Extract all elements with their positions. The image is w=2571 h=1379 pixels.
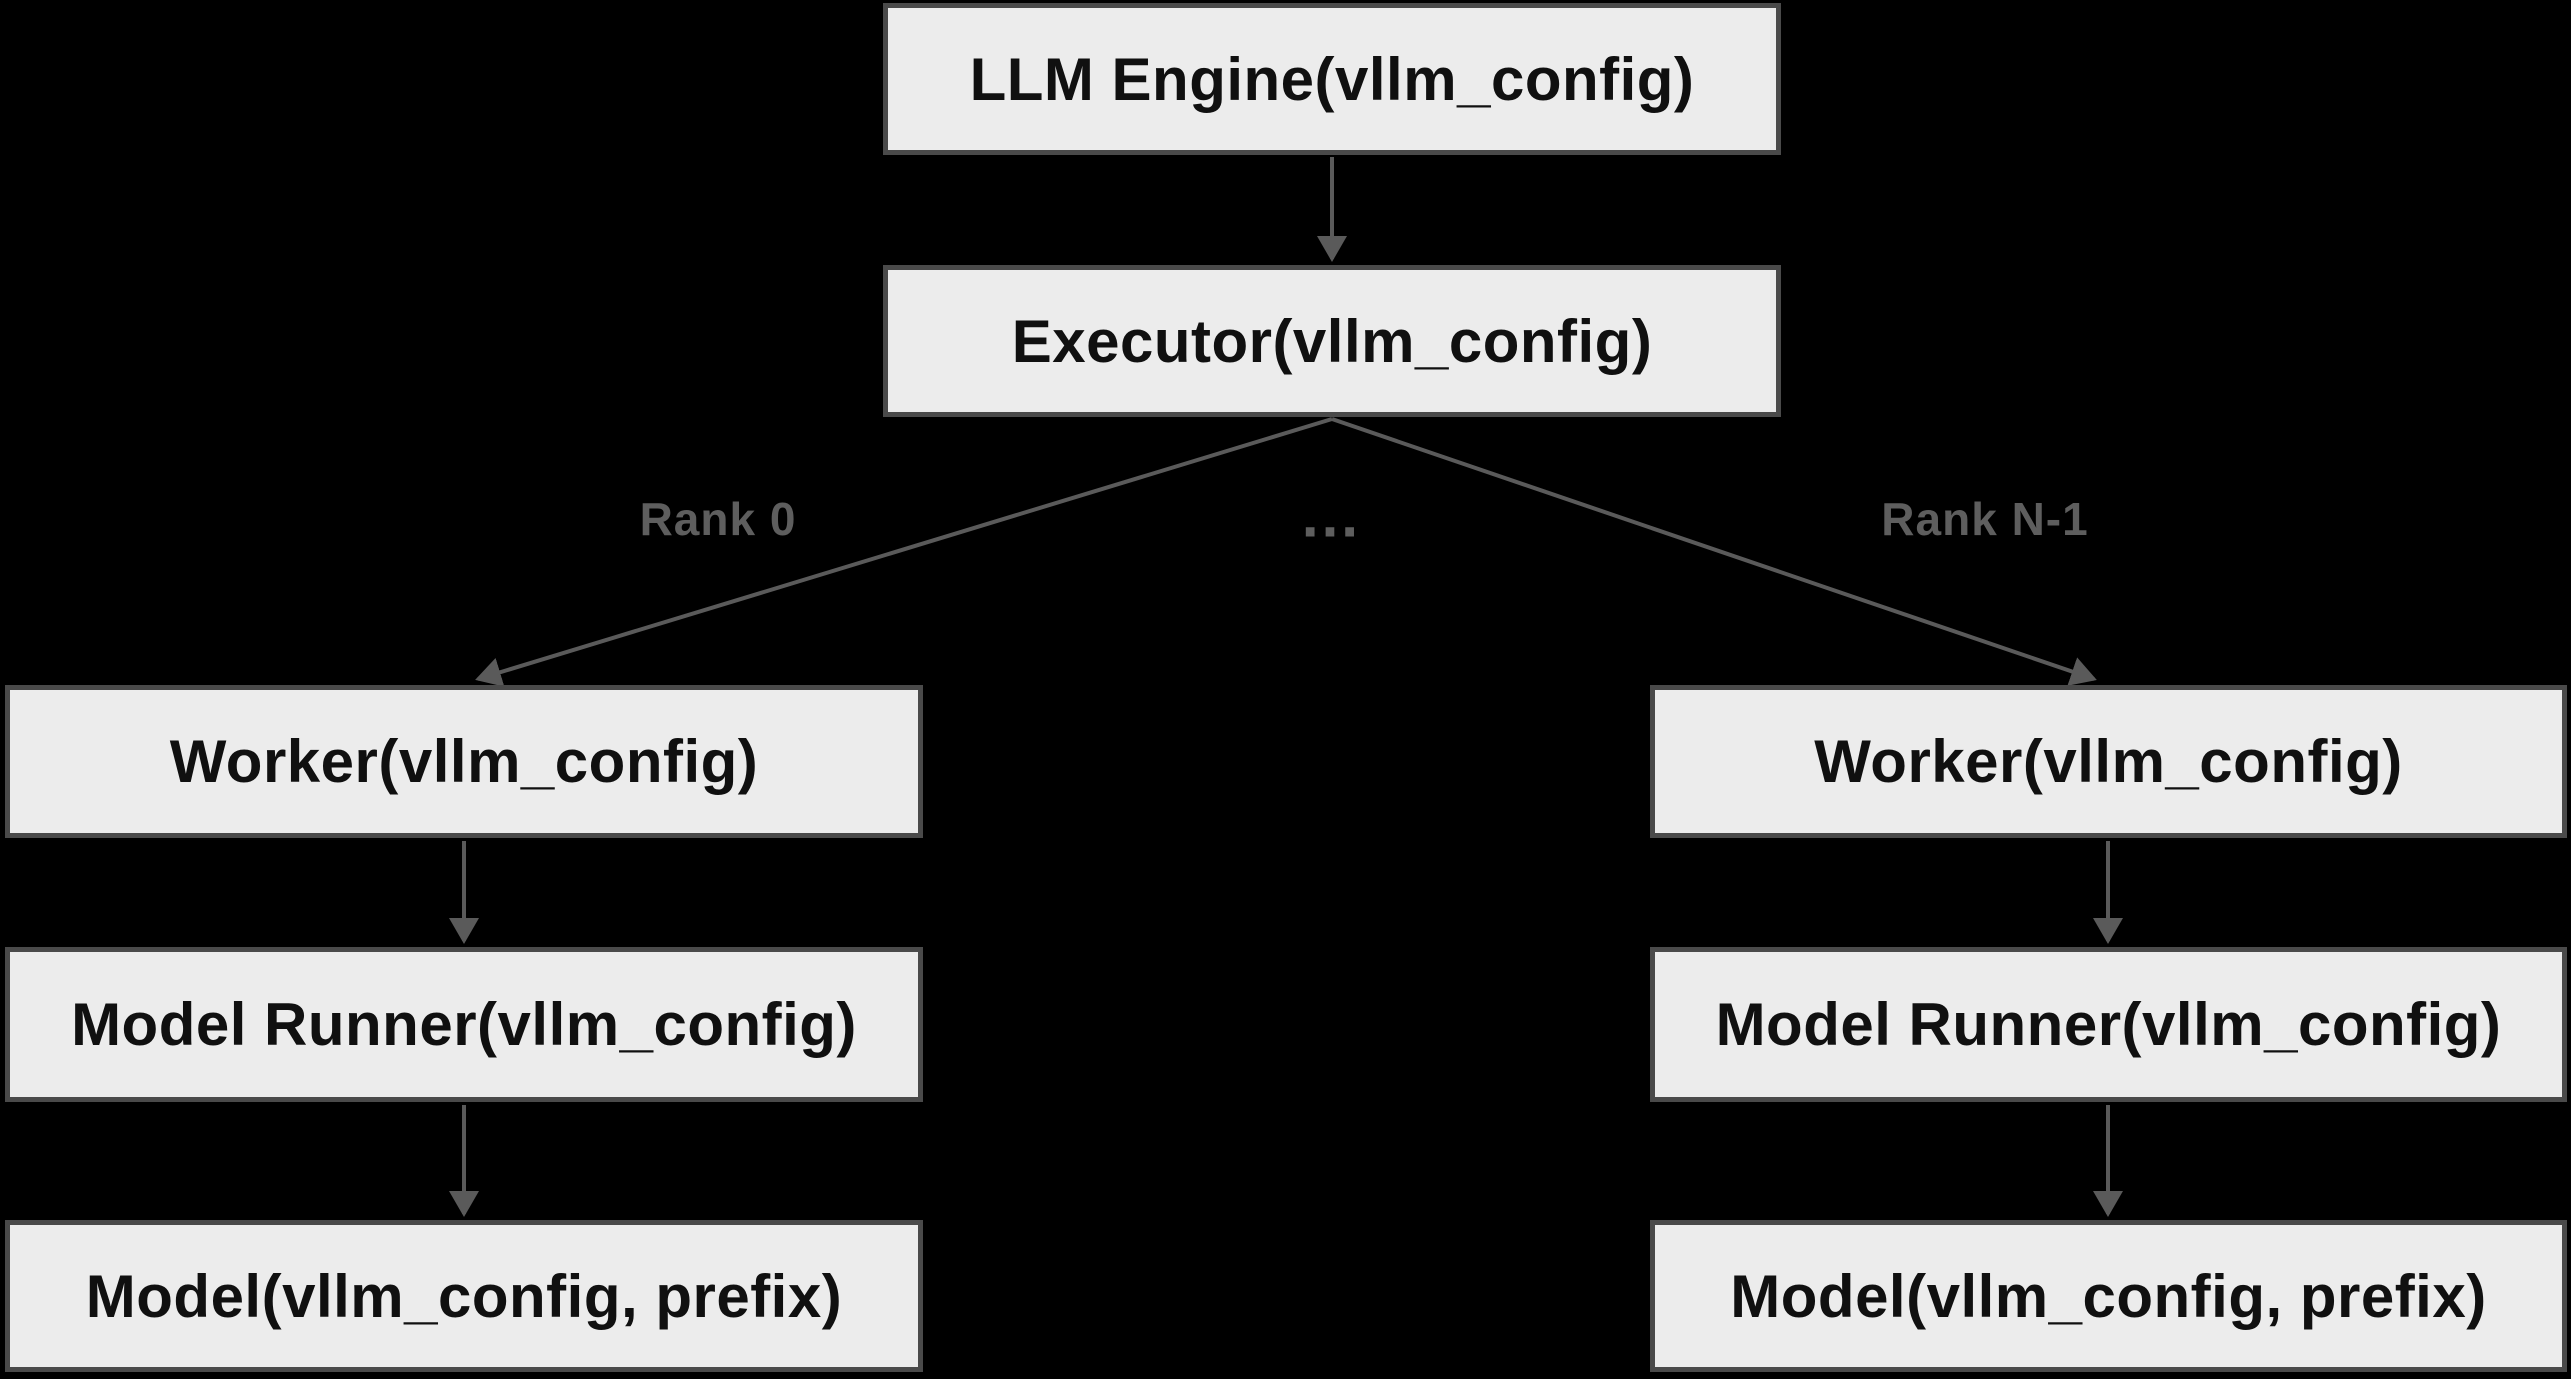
edge-label-rank-n-1: Rank N-1 [1881, 493, 2089, 545]
node-model-runner-left-label: Model Runner(vllm_config) [71, 991, 857, 1058]
edge-label-ellipsis: … [1299, 481, 1365, 551]
node-worker-right: Worker(vllm_config) [1650, 685, 2567, 838]
node-worker-left-label: Worker(vllm_config) [169, 728, 759, 795]
node-llm-engine: LLM Engine(vllm_config) [883, 3, 1781, 155]
node-model-right-label: Model(vllm_config, prefix) [1730, 1262, 2487, 1330]
node-model-left: Model(vllm_config, prefix) [5, 1220, 923, 1372]
node-executor: Executor(vllm_config) [883, 265, 1781, 417]
node-llm-engine-label: LLM Engine(vllm_config) [969, 45, 1695, 113]
node-executor-label: Executor(vllm_config) [1011, 307, 1653, 375]
node-worker-right-label: Worker(vllm_config) [1814, 728, 2403, 795]
node-model-right: Model(vllm_config, prefix) [1650, 1220, 2567, 1372]
edge-label-rank-0: Rank 0 [639, 493, 797, 545]
edge-executor-to-worker-left [475, 417, 1333, 687]
node-model-left-label: Model(vllm_config, prefix) [85, 1262, 843, 1330]
edge-executor-to-worker-right [1331, 417, 2097, 686]
node-model-runner-left: Model Runner(vllm_config) [5, 947, 923, 1102]
node-model-runner-right-label: Model Runner(vllm_config) [1715, 991, 2502, 1058]
node-model-runner-right: Model Runner(vllm_config) [1650, 947, 2567, 1102]
node-worker-left: Worker(vllm_config) [5, 685, 923, 838]
